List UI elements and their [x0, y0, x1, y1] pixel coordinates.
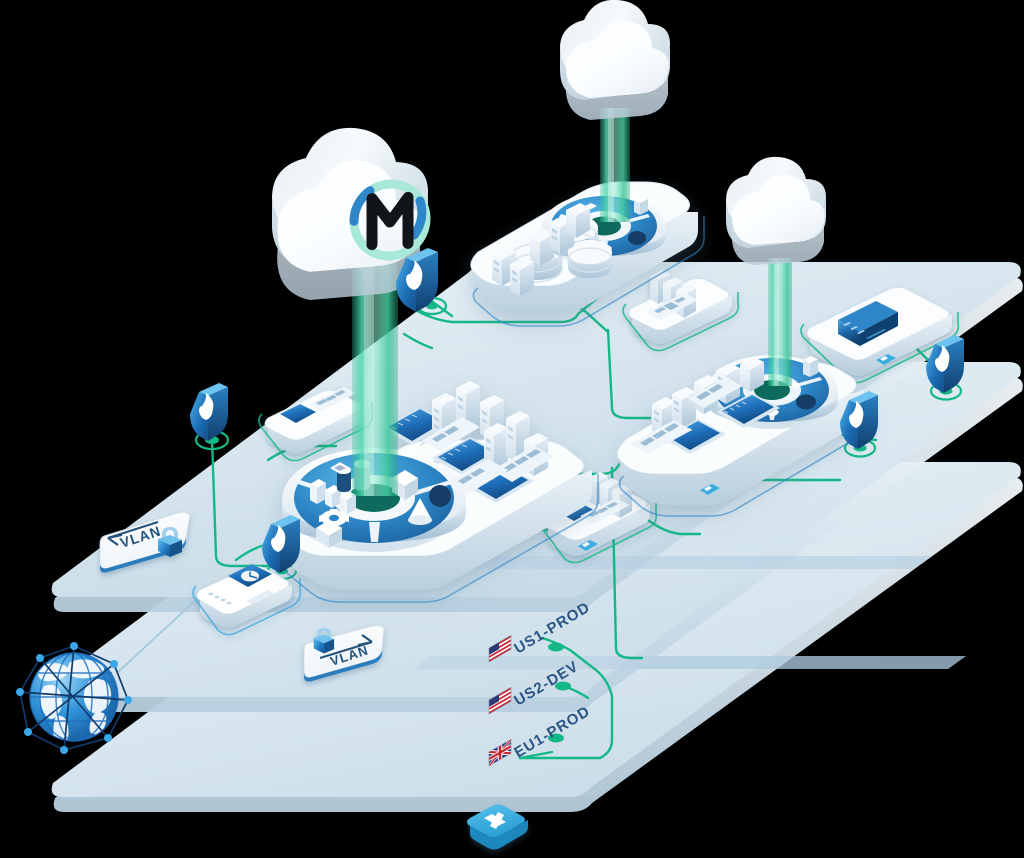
add-resource-tile[interactable] — [467, 804, 528, 850]
flame-icon — [406, 260, 423, 290]
firewall-shield-5[interactable] — [926, 335, 964, 393]
padlock-icon — [313, 628, 335, 654]
status-leds — [208, 592, 232, 605]
us-flag-icon — [488, 634, 512, 663]
us-flag-icon — [488, 686, 512, 715]
cloud-main[interactable] — [272, 127, 431, 300]
database-cluster-platform[interactable] — [470, 181, 705, 327]
flame-icon — [849, 401, 864, 428]
flame-icon — [271, 525, 286, 552]
network-appliance[interactable] — [800, 287, 960, 384]
beam-cloud-right — [768, 258, 792, 386]
core-server-platform[interactable] — [282, 381, 599, 603]
beam-cloud-main — [352, 244, 398, 496]
patch-ports — [310, 387, 356, 411]
arrow-left-icon — [107, 520, 159, 546]
plus-badge[interactable] — [700, 484, 720, 495]
firewall-shield-3[interactable] — [262, 515, 300, 573]
cloud-right[interactable] — [726, 156, 826, 265]
globe-mesh-nodes — [16, 642, 132, 754]
server-towers — [492, 203, 590, 296]
router-box — [838, 301, 898, 346]
gear-icon — [319, 509, 349, 527]
flame-icon — [935, 345, 950, 372]
patch-ports — [646, 293, 698, 320]
cpu-chip — [280, 404, 316, 423]
plus-badge[interactable] — [876, 354, 896, 365]
plus-badge[interactable] — [578, 540, 598, 551]
m-logo — [349, 179, 431, 261]
cloud-top[interactable] — [560, 0, 670, 120]
gateway-device[interactable] — [192, 564, 302, 636]
padlock-icon — [158, 527, 182, 557]
clock-pie-icon — [241, 570, 259, 582]
arrow-right-icon — [319, 634, 373, 660]
beam-cloud-top — [600, 108, 630, 222]
patch-ports — [422, 417, 554, 494]
cpu-chips — [662, 393, 780, 454]
firewall-shield-1[interactable] — [396, 248, 438, 312]
patch-ports — [580, 498, 630, 524]
cloud-beams — [352, 108, 792, 496]
patch-ports — [630, 377, 742, 454]
flame-icon — [199, 393, 214, 420]
internet-globe[interactable] — [16, 599, 197, 754]
vlan-label-mid[interactable]: VLAN — [303, 624, 385, 682]
portal-hub-main[interactable] — [282, 448, 466, 552]
firewall-shield-4[interactable] — [840, 391, 878, 449]
patch-panel-server-upper[interactable] — [622, 270, 740, 352]
uk-flag-icon — [488, 738, 512, 767]
patch-panel-server-left[interactable] — [258, 387, 374, 462]
firewall-shield-2[interactable] — [190, 383, 228, 441]
plus-icon — [484, 812, 506, 829]
